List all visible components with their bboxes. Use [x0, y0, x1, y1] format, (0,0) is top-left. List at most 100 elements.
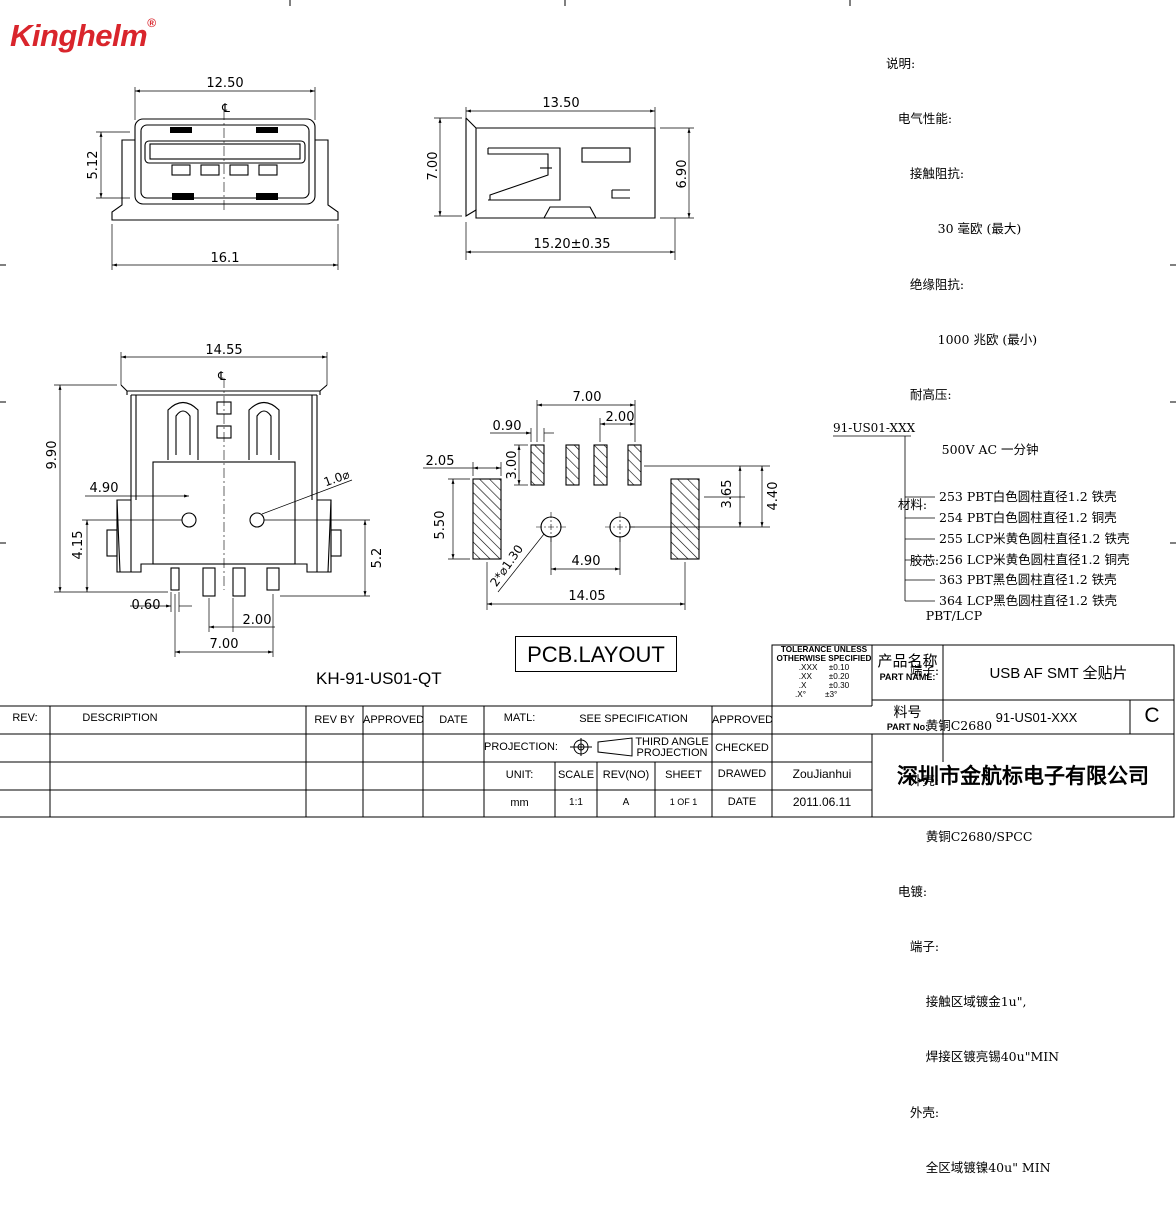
model-number: KH-91-US01-QT: [316, 669, 442, 688]
note-line: 端子:: [886, 939, 940, 955]
pcb-h440-label: 4.40: [766, 482, 781, 511]
part-no-cn: 料号: [893, 704, 922, 720]
drawing-canvas: 12.50 ℄ 5.12 16.1: [0, 0, 1176, 818]
top-height-label: 5.12: [86, 151, 101, 180]
tolerance-block: TOLERANCE UNLESS OTHERWISE SPECIFIED .XX…: [776, 645, 872, 699]
pcb-pad-height-label: 3.00: [505, 451, 520, 480]
approved2-label: APPROVED: [712, 714, 774, 726]
tolerance-value: ±3°: [825, 690, 838, 699]
unit-label: UNIT:: [505, 769, 534, 781]
note-line: 胶芯:: [886, 552, 940, 568]
tolerance-value: ±0.20: [828, 672, 850, 681]
note-line: 外壳:: [886, 1104, 940, 1120]
rev-no-label: REV(NO): [602, 769, 650, 781]
note-line: 全区域镀镍40u" MIN: [886, 1159, 1051, 1175]
front-centerline-label: ℄: [217, 369, 226, 383]
pcb-pad-width-label: 0.90: [493, 419, 522, 434]
rev-value: A: [622, 797, 630, 808]
part-name-value: USB AF SMT 全贴片: [989, 665, 1128, 682]
note-line: 500V AC 一分钟: [886, 442, 1039, 458]
part-name-cn: 产品名称: [877, 653, 938, 670]
pcb-pitch-label: 2.00: [606, 410, 635, 425]
tolerance-key: .X: [798, 681, 807, 690]
note-line: 耐高压:: [886, 387, 952, 403]
front-pin-pitch-label: 2.00: [243, 613, 272, 628]
side-right-label: 6.90: [675, 160, 690, 189]
date-header: DATE: [439, 714, 468, 726]
variant-item: 363 PBT黑色圆柱直径1.2 铁壳: [939, 572, 1117, 587]
part-code-label: 91-US01-XXX: [833, 421, 916, 435]
tolerance-value: ±0.30: [828, 681, 850, 690]
rev-header: REV:: [12, 712, 38, 724]
scale-label: SCALE: [557, 769, 595, 781]
note-line: 外壳:: [886, 773, 940, 789]
side-top-label: 13.50: [542, 96, 579, 111]
drawing-sheet: Kinghelm®: [0, 0, 1176, 1175]
third-angle-projection-icon: [570, 737, 633, 757]
note-line: 1000 兆欧 (最小): [886, 331, 1038, 347]
front-pin-span-label: 7.00: [210, 637, 239, 652]
note-line: 黄铜C2680: [886, 718, 993, 734]
date2-label: DATE: [727, 796, 757, 808]
front-right-label: 5.2: [370, 548, 385, 569]
front-offset-label: 4.90: [90, 481, 119, 496]
side-view: [434, 107, 694, 260]
specification-notes: 说明: 电气性能: 接触阻抗: 30 毫欧 (最大) 绝缘阻抗: 1000 兆欧…: [886, 18, 1059, 1214]
pcb-layout-view: [423, 400, 770, 610]
top-overall-label: 16.1: [211, 251, 240, 266]
front-height-label: 9.90: [45, 441, 60, 470]
note-line: 电镀:: [886, 883, 928, 899]
note-line: 材料:: [886, 497, 928, 513]
front-lower-label: 4.15: [71, 531, 86, 560]
note-line: 说明:: [886, 55, 916, 71]
pcb-h550-label: 5.50: [433, 511, 448, 540]
company-name: 深圳市金航标电子有限公司: [897, 765, 1149, 788]
pcb-shell-pad-label: 2.05: [426, 454, 455, 469]
see-specification: SEE SPECIFICATION: [579, 713, 688, 725]
pcb-span-label: 7.00: [573, 390, 602, 405]
tolerance-title: OTHERWISE SPECIFIED: [776, 654, 872, 663]
sheet-label: SHEET: [665, 769, 702, 781]
variant-item: 256 LCP米黄色圆柱直径1.2 铜壳: [939, 552, 1129, 567]
third-angle-text: THIRD ANGLE: [635, 736, 709, 748]
pcb-hole-pitch-label: 4.90: [572, 554, 601, 569]
unit-value: mm: [510, 797, 529, 809]
top-view: [96, 87, 339, 270]
variant-item: 254 PBT白色圆柱直径1.2 铜壳: [939, 510, 1117, 525]
variant-list: 253 PBT白色圆柱直径1.2 铁壳 254 PBT白色圆柱直径1.2 铜壳 …: [939, 489, 1129, 608]
drawer-name: ZouJianhui: [792, 767, 852, 781]
tolerance-key: .XX: [798, 672, 812, 681]
front-view: [54, 352, 370, 657]
variant-item: 364 LCP黑色圆柱直径1.2 铁壳: [939, 593, 1117, 608]
note-line: PBT/LCP: [886, 607, 983, 623]
front-width-label: 14.55: [205, 343, 242, 358]
pcb-overall-label: 14.05: [568, 589, 605, 604]
note-line: 30 毫欧 (最大): [886, 221, 1022, 237]
checked-label: CHECKED: [715, 742, 769, 754]
variant-item: 253 PBT白色圆柱直径1.2 铁壳: [939, 489, 1117, 504]
scale-value: 1:1: [569, 797, 583, 808]
brand-logo: Kinghelm®: [10, 16, 156, 53]
revision-letter: C: [1144, 704, 1160, 727]
note-line: 焊接区镀亮锡40u"MIN: [886, 1049, 1060, 1065]
pcb-h365-label: 3.65: [720, 480, 735, 509]
note-line: 黄铜C2680/SPCC: [886, 828, 1033, 844]
top-width-label: 12.50: [206, 76, 243, 91]
approved-header: APPROVED: [363, 714, 425, 726]
part-no-value: 91-US01-XXX: [995, 710, 1078, 725]
tolerance-key: .XXX: [798, 663, 818, 672]
front-pin-width-label: 0.60: [132, 598, 161, 613]
side-left-label: 7.00: [426, 152, 441, 181]
note-line: 接触区域镀金1u",: [886, 994, 1027, 1010]
sheet-value: 1 OF 1: [669, 797, 698, 807]
part-name-en: PART NAME:: [879, 672, 936, 682]
date-value: 2011.06.11: [792, 795, 852, 809]
variant-leaders: [833, 435, 935, 602]
tolerance-title: TOLERANCE UNLESS: [780, 645, 868, 654]
pcb-layout-title: PCB.LAYOUT: [515, 636, 677, 672]
third-angle-text: PROJECTION: [636, 747, 708, 759]
description-header: DESCRIPTION: [82, 712, 158, 724]
matl-label: MATL:: [503, 712, 536, 724]
note-line: 绝缘阻抗:: [886, 276, 965, 292]
variant-item: 255 LCP米黄色圆柱直径1.2 铁壳: [939, 531, 1129, 546]
